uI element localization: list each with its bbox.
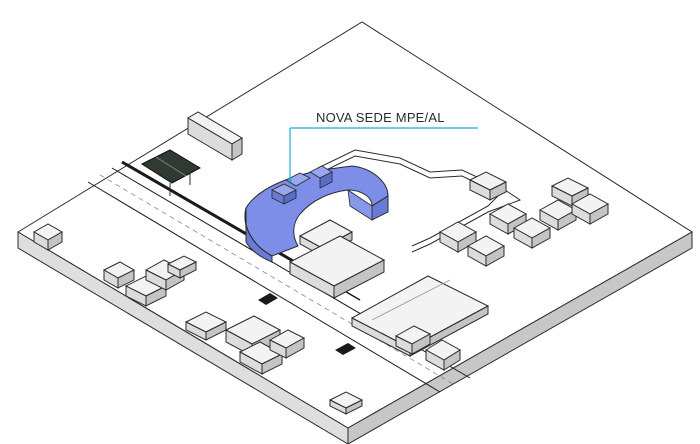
callout-label: NOVA SEDE MPE/AL	[316, 110, 445, 125]
callout: NOVA SEDE MPE/AL	[288, 110, 478, 182]
building-large-south	[288, 235, 386, 299]
houses-cluster-south	[184, 311, 364, 415]
houses-cluster-southeast	[394, 325, 461, 371]
ground-top	[17, 21, 693, 429]
solar-panel-array	[140, 149, 202, 196]
ground-block	[17, 21, 693, 444]
houses-cluster-west	[32, 223, 198, 307]
ground-side-right	[347, 231, 693, 444]
highlighted-building-nova-sede	[244, 165, 389, 263]
houses-cluster-east	[438, 171, 610, 267]
building-north-left	[187, 111, 243, 161]
ground-side-left	[17, 231, 349, 444]
